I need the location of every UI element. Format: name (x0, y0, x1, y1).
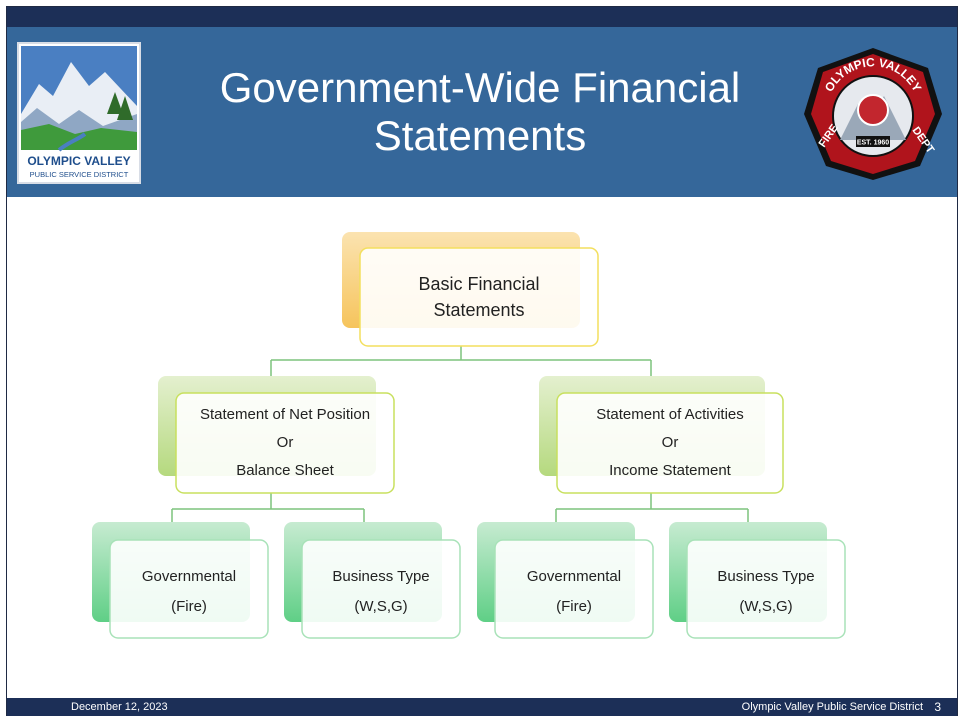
title-line-2: Statements (373, 112, 587, 159)
fire-dept-logo: EST. 1960 OLYMPIC VALLEY FIRE DEPT (800, 44, 946, 184)
left-connector (171, 493, 365, 540)
root-connector (270, 346, 652, 393)
right-branch-line-3: Income Statement (609, 462, 731, 479)
left-branch-label: Statement of Net Position Or Balance She… (176, 401, 394, 485)
leaf-label: Business Type (W,S,G) (687, 562, 845, 622)
leaf-line-2: (Fire) (556, 598, 592, 615)
title-line-1: Government-Wide Financial (219, 64, 741, 111)
leaf-node (301, 539, 461, 639)
leaf-node (494, 539, 654, 639)
est-plate (856, 136, 890, 147)
right-branch-label: Statement of Activities Or Income Statem… (557, 401, 783, 485)
maltese-cross-icon (857, 94, 889, 126)
footer-date: December 12, 2023 (71, 701, 168, 713)
fire-dept-badge: EST. 1960 OLYMPIC VALLEY FIRE DEPT (804, 48, 942, 180)
top-strip (7, 7, 957, 27)
left-branch-node (175, 392, 395, 494)
leaf-line-2: (Fire) (171, 598, 207, 615)
leaf-line-1: Governmental (526, 568, 622, 585)
root-line-2: Statements (433, 300, 525, 320)
leaf-node (109, 539, 269, 639)
root-node-label: Basic Financial Statements (360, 271, 598, 323)
badge-est: EST. 1960 (857, 140, 889, 147)
leaf-line-2: (W,S,G) (739, 598, 793, 615)
right-branch-line-1: Statement of Activities (596, 406, 744, 423)
psd-logo-graphic: OLYMPIC VALLEY PUBLIC SERVICE DISTRICT (21, 46, 137, 179)
footer-organization: Olympic Valley Public Service District (741, 701, 923, 713)
psd-logo: OLYMPIC VALLEY PUBLIC SERVICE DISTRICT (17, 42, 141, 184)
leaf-node (686, 539, 846, 639)
leaf-line-1: Business Type (332, 568, 430, 585)
leaf-label: Business Type (W,S,G) (302, 562, 460, 622)
right-branch-node (556, 392, 784, 494)
left-branch-line-3: Balance Sheet (236, 462, 334, 479)
tree (107, 92, 123, 114)
leaf-line-2: (W,S,G) (354, 598, 408, 615)
leaf-line-1: Business Type (717, 568, 815, 585)
left-branch-line-2: Or (276, 434, 294, 451)
leaf-label: Governmental (Fire) (495, 562, 653, 622)
right-connector (555, 493, 749, 540)
slide-footer: December 12, 2023 Olympic Valley Public … (7, 698, 957, 716)
left-branch-line-1: Statement of Net Position (199, 406, 371, 423)
root-node (359, 247, 599, 347)
leaf-label: Governmental (Fire) (110, 562, 268, 622)
right-branch-line-2: Or (661, 434, 679, 451)
title-banner (7, 27, 957, 197)
slide-title: Government-Wide Financial Statements (175, 64, 785, 160)
creek (57, 132, 87, 152)
psd-logo-line-2: PUBLIC SERVICE DISTRICT (30, 170, 129, 179)
tree (117, 96, 133, 120)
leaf-line-1: Governmental (141, 568, 237, 585)
root-line-1: Basic Financial (418, 274, 540, 294)
connectors (171, 346, 749, 540)
page-number: 3 (934, 700, 941, 714)
psd-logo-line-1: OLYMPIC VALLEY (27, 154, 130, 168)
